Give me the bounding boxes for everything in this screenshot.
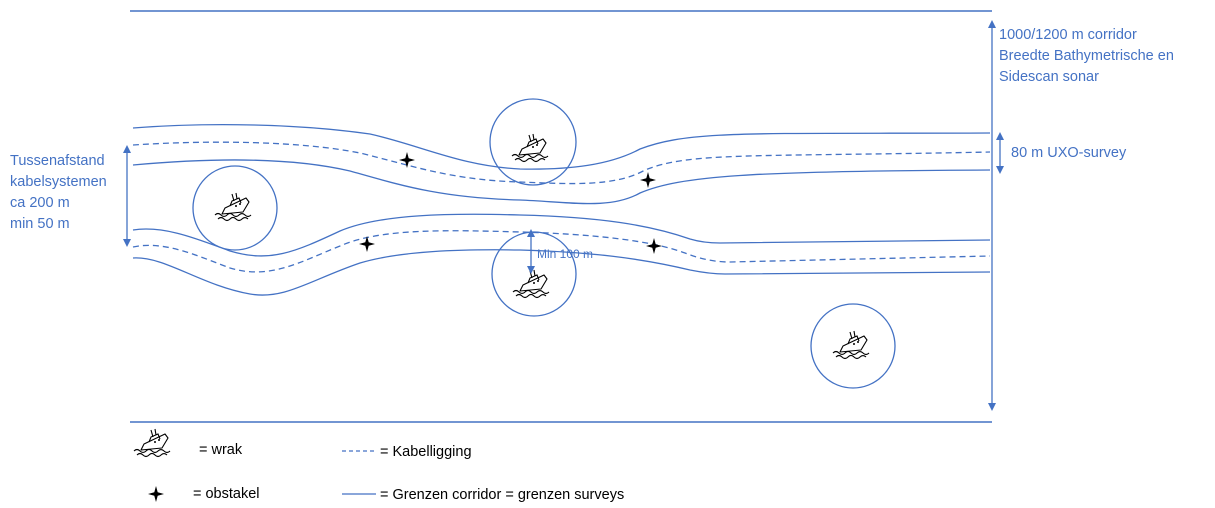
shipwreck-icon bbox=[832, 330, 870, 360]
uxo-survey-label: 80 m UXO-survey bbox=[1011, 145, 1127, 161]
spacing-line-2: kabelsystemen bbox=[10, 174, 107, 190]
legend-shipwreck-icon bbox=[133, 428, 171, 458]
cable2-route bbox=[132, 230, 991, 273]
wreck-zone-2 bbox=[192, 165, 278, 251]
spacing-line-3: ca 200 m bbox=[10, 195, 70, 211]
wreck-zone-3 bbox=[491, 231, 577, 317]
legend-corridor-text: = Grenzen corridor = grenzen surveys bbox=[380, 487, 625, 503]
legend-star-icon bbox=[148, 486, 164, 502]
wreck-zone-1 bbox=[489, 98, 577, 186]
cable2-lower-boundary bbox=[132, 249, 991, 296]
legend-cable-text: = Kabelligging bbox=[380, 444, 472, 460]
legend-obstacle-text: = obstakel bbox=[193, 486, 260, 502]
corridor-width-label: 1000/1200 m corridor Breedte Bathymetris… bbox=[999, 25, 1174, 88]
cable-spacing-label: Tussenafstand kabelsystemen ca 200 m min… bbox=[10, 151, 107, 235]
shipwreck-icon bbox=[214, 192, 252, 222]
obstacle-star-icon bbox=[640, 172, 656, 188]
cable1-lower-boundary bbox=[132, 159, 991, 205]
min-distance-label: Min 100 m bbox=[537, 247, 594, 261]
obstacle-star-icon bbox=[399, 152, 415, 168]
shipwreck-icon bbox=[512, 269, 550, 299]
corridor-width-line-1: 1000/1200 m corridor bbox=[999, 27, 1137, 43]
obstacle-star-icon bbox=[646, 238, 662, 254]
spacing-line-4: min 50 m bbox=[10, 216, 70, 232]
cable1-route bbox=[132, 141, 991, 185]
wreck-zone-4 bbox=[810, 303, 896, 389]
legend-wreck-text: = wrak bbox=[199, 442, 243, 458]
shipwreck-icon bbox=[511, 133, 549, 163]
corridor-width-line-3: Sidescan sonar bbox=[999, 69, 1099, 85]
cable1-upper-boundary bbox=[132, 123, 991, 170]
corridor-width-line-2: Breedte Bathymetrische en bbox=[999, 48, 1174, 64]
obstacle-star-icon bbox=[359, 236, 375, 252]
spacing-line-1: Tussenafstand bbox=[10, 153, 105, 169]
